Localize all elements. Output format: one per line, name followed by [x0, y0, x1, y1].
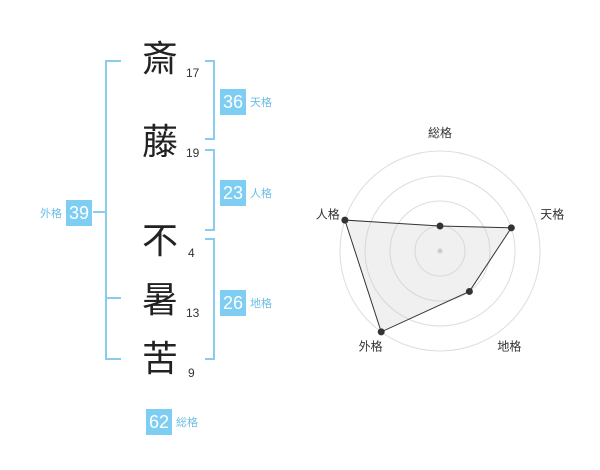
name-char-5: 苦 [142, 339, 179, 380]
chikaku-badge: 26 地格 [220, 290, 272, 316]
radar-axis-label-3: 地格 [497, 338, 521, 353]
radar-ring [364, 175, 516, 327]
jinkaku-label: 人格 [250, 187, 273, 200]
radar-axis-label-4: 外格 [359, 338, 383, 353]
radar-point-1 [436, 222, 444, 230]
stroke-count-2: 19 [186, 146, 200, 160]
tenkaku-label: 天格 [250, 96, 273, 109]
stroke-count-5: 9 [188, 366, 195, 380]
chikaku-value: 26 [220, 290, 247, 316]
gaikaku-label: 外格 [40, 207, 62, 220]
jinkaku-badge: 23 人格 [220, 180, 272, 206]
tenkaku-badge: 36 天格 [220, 89, 272, 115]
radar-axis-label-2: 天格 [540, 207, 564, 222]
radar-point-5 [341, 216, 349, 224]
stroke-count-4: 13 [186, 306, 200, 320]
soukaku-badge: 62 総格 [146, 409, 198, 435]
tenkaku-value: 36 [220, 89, 247, 115]
name-char-2: 藤 [142, 122, 179, 163]
jinkaku-value: 23 [220, 180, 247, 206]
radar-point-3 [465, 287, 473, 295]
stroke-count-3: 4 [188, 246, 195, 260]
radar-center-dot [437, 248, 443, 254]
radar-ring [339, 150, 541, 352]
radar-point-2 [507, 224, 515, 232]
soukaku-label: 総格 [176, 416, 199, 429]
soukaku-value: 62 [146, 409, 173, 435]
radar-ring [389, 200, 491, 302]
gaikaku-value: 39 [66, 200, 93, 226]
radar-point-4 [377, 328, 385, 336]
radar-data-polygon [344, 219, 513, 333]
radar-axis-label-1: 総格 [428, 125, 452, 140]
name-char-1: 斎 [142, 39, 179, 80]
gaikaku-badge: 外格 39 [40, 200, 93, 226]
name-char-3: 不 [142, 221, 179, 262]
stroke-count-1: 17 [186, 66, 200, 80]
chikaku-label: 地格 [250, 297, 273, 310]
name-char-4: 暑 [142, 280, 179, 321]
radar-axis-label-5: 人格 [316, 207, 340, 222]
